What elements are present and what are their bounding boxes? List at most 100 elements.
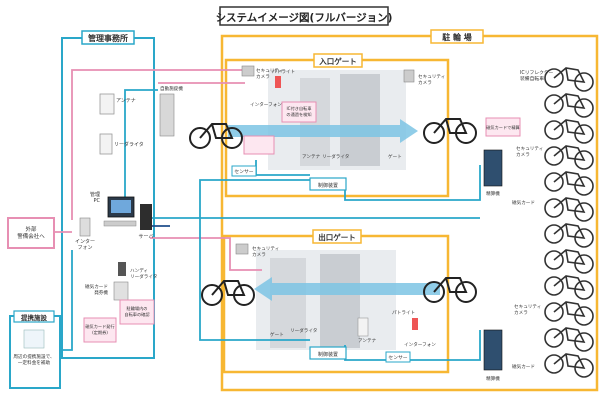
entry-right-camera bbox=[403, 69, 415, 83]
server-box bbox=[140, 204, 152, 230]
parked-bicycle bbox=[544, 67, 594, 92]
ticket-machine-top-label: 精算機 bbox=[486, 190, 500, 197]
note-handy-text: 駐輪場内の自転車の確認 bbox=[124, 305, 150, 318]
entry-camera-label: セキュリティカメラ bbox=[256, 68, 283, 80]
exit-gate-photo-panel-2 bbox=[320, 254, 360, 348]
title-text: システムイメージ図(フルバージョン) bbox=[216, 12, 393, 24]
reader-label: リーダライタ bbox=[114, 141, 144, 148]
magnetic-card-top-label: 磁気カード bbox=[512, 199, 535, 206]
parked-bicycle bbox=[544, 197, 594, 222]
antenna-label: アンテナ bbox=[116, 98, 136, 104]
ticket-machine-top bbox=[483, 149, 503, 187]
note-handy-box bbox=[119, 299, 155, 325]
entry-sensor-label: センサー bbox=[234, 169, 253, 175]
linked-facility-frame bbox=[9, 315, 61, 389]
parked-bicycle bbox=[544, 145, 594, 170]
exit-gate-text: ゲート bbox=[270, 331, 284, 338]
linked-facility-icon bbox=[23, 329, 45, 349]
title-box bbox=[219, 6, 389, 26]
entry-camera bbox=[241, 65, 255, 77]
exit-patlite-label: パトライト bbox=[392, 310, 415, 316]
exit-control-box bbox=[309, 346, 347, 360]
interphone-device bbox=[79, 217, 91, 237]
card-issuer-label: 磁気カード発券機 bbox=[85, 283, 108, 296]
exit-interphone-label: インターフォン bbox=[404, 341, 436, 348]
parked-bicycle bbox=[544, 249, 594, 274]
exit-camera bbox=[235, 243, 249, 255]
exit-gate-photo-panel bbox=[270, 258, 306, 348]
card-issuer-device bbox=[113, 281, 129, 301]
parking-camera-bottom-label: セキュリティカメラ bbox=[514, 304, 541, 316]
entry-sensor-box bbox=[231, 165, 257, 177]
parked-bicycle bbox=[544, 301, 594, 326]
external-company-label: 外部警備会社へ bbox=[17, 225, 45, 240]
magnetic-card-bottom-label: 磁気カード bbox=[512, 363, 535, 370]
server-label: サーバ bbox=[139, 234, 154, 240]
exit-gate-label: 出口ゲート bbox=[318, 232, 356, 242]
parked-bicycle bbox=[544, 223, 594, 248]
exit-camera-label: セキュリティカメラ bbox=[252, 246, 279, 258]
entry-gate-label-box bbox=[313, 53, 363, 68]
entry-flow-arrow bbox=[228, 119, 418, 143]
parking-camera-top-label: セキュリティカメラ bbox=[516, 146, 543, 158]
parked-bicycle bbox=[544, 275, 594, 300]
ic-reflector-label: ICリフレクター装備自転車 bbox=[520, 69, 554, 82]
bicycle-rack bbox=[544, 67, 594, 378]
parked-bicycle bbox=[544, 93, 594, 118]
antenna-device bbox=[99, 93, 115, 115]
admin-pc-keyboard bbox=[103, 220, 137, 227]
exit-gate-label-box bbox=[312, 229, 362, 244]
admin-pc-screen bbox=[111, 200, 131, 213]
entry-control-label: 制御装置 bbox=[318, 182, 338, 189]
entry-gate-photo-panel-2 bbox=[340, 74, 380, 166]
note-card-text: 磁気カード発行(定期券) bbox=[85, 323, 114, 336]
external-company-box bbox=[7, 217, 55, 249]
linked-facility-label-box bbox=[13, 310, 55, 323]
entry-antenna-label: アンテナ bbox=[302, 154, 321, 160]
exit-sensor-label: センサー bbox=[388, 355, 407, 361]
exit-control-label: 制御装置 bbox=[318, 351, 338, 358]
ticket-machine-bottom-label: 精算機 bbox=[486, 375, 500, 382]
exit-sensor-box bbox=[385, 351, 411, 363]
note-machine-box bbox=[485, 117, 521, 137]
bicycle-entry-right bbox=[423, 118, 477, 144]
bicycle-exit-right bbox=[423, 277, 477, 303]
parking-area-label-box bbox=[430, 29, 484, 44]
reader-device bbox=[99, 133, 113, 155]
linked-facility-note: 周辺の提携施設で、一定料金を補助 bbox=[13, 353, 54, 366]
handy-reader-label: ハンディリーダライタ bbox=[130, 267, 157, 280]
entry-gate-text: ゲート bbox=[388, 153, 402, 160]
parked-bicycle bbox=[544, 171, 594, 196]
parking-area-frame bbox=[220, 34, 599, 392]
entry-gate-label: 入口ゲート bbox=[318, 56, 357, 66]
handy-reader-device bbox=[118, 262, 126, 276]
parking-area-label: 駐 輪 場 bbox=[442, 32, 472, 42]
bicycle-entry-left bbox=[189, 123, 243, 149]
exit-antenna-label: アンテナ bbox=[358, 338, 377, 344]
ticket-machine-bottom bbox=[483, 329, 503, 371]
entry-right-camera-label: セキュリティカメラ bbox=[418, 74, 445, 86]
entry-note-text: IC付き自転車の通過を検知 bbox=[286, 105, 311, 118]
note-machine-text: 磁気カードで精算 bbox=[486, 124, 520, 131]
parked-bicycle bbox=[544, 327, 594, 352]
linked-facility-label: 提携施設 bbox=[21, 313, 48, 322]
exit-patlite bbox=[412, 318, 418, 330]
entry-control-box bbox=[309, 177, 347, 191]
entry-side-note-box bbox=[243, 135, 275, 155]
entry-auto-lock bbox=[159, 93, 175, 137]
parked-bicycle bbox=[544, 119, 594, 144]
office-area-label-box bbox=[81, 30, 135, 45]
parked-bicycle bbox=[544, 353, 594, 378]
entry-auto-lock-label: 自動施錠機 bbox=[160, 85, 183, 92]
exit-reader-label: リーダライタ bbox=[290, 327, 317, 334]
interphone-label: インターフォン bbox=[75, 238, 95, 251]
exit-flow-arrow bbox=[254, 277, 440, 301]
note-card-box bbox=[83, 317, 117, 343]
entry-note-box bbox=[281, 101, 317, 123]
exit-antenna bbox=[357, 317, 369, 337]
entry-patlite-label: パトライト bbox=[272, 69, 295, 75]
entry-patlite bbox=[275, 76, 281, 88]
connection-lines bbox=[54, 69, 481, 361]
